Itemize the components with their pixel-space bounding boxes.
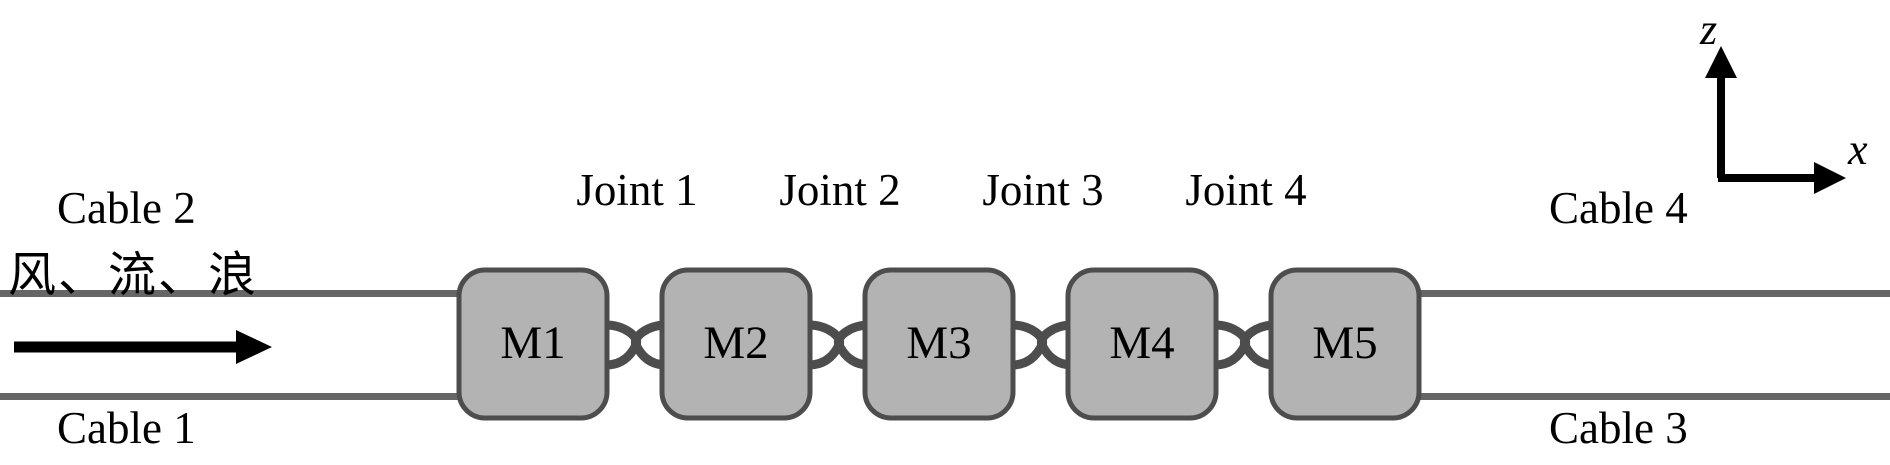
joint-1-label: Joint 1 [576,165,698,215]
joint-4-label: Joint 4 [1185,165,1307,215]
module-label-m3: M3 [906,317,972,369]
environment-arrow-icon [14,330,272,364]
x-axis-label: x [1848,125,1868,174]
module-box-m3[interactable] [862,267,1016,421]
joint-4-connector [1210,320,1280,370]
joint-2-connector [804,320,874,370]
cable-3-label: Cable 3 [1549,403,1688,453]
joint-3-connector [1007,320,1077,370]
z-axis-arrow-icon [1705,46,1737,178]
joint-1-connector [601,320,671,370]
z-axis-label: z [1700,5,1718,54]
module-label-m2: M2 [703,317,769,369]
joint-2-label: Joint 2 [779,165,901,215]
cable-2-label: Cable 2 [57,183,196,233]
module-box-m2[interactable] [659,267,813,421]
cable-1-label: Cable 1 [57,403,196,453]
cable-4-label: Cable 4 [1549,183,1688,233]
module-label-m1: M1 [500,317,566,369]
module-label-m5: M5 [1312,317,1378,369]
module-label-m4: M4 [1109,317,1175,369]
joint-3-label: Joint 3 [982,165,1104,215]
module-box-m5[interactable] [1268,267,1422,421]
x-axis-arrow-icon [1718,162,1846,194]
module-box-m1[interactable] [456,267,610,421]
coordinate-axes [1705,46,1846,194]
environment-label: 风、流、浪 [8,247,259,303]
module-box-m4[interactable] [1065,267,1219,421]
